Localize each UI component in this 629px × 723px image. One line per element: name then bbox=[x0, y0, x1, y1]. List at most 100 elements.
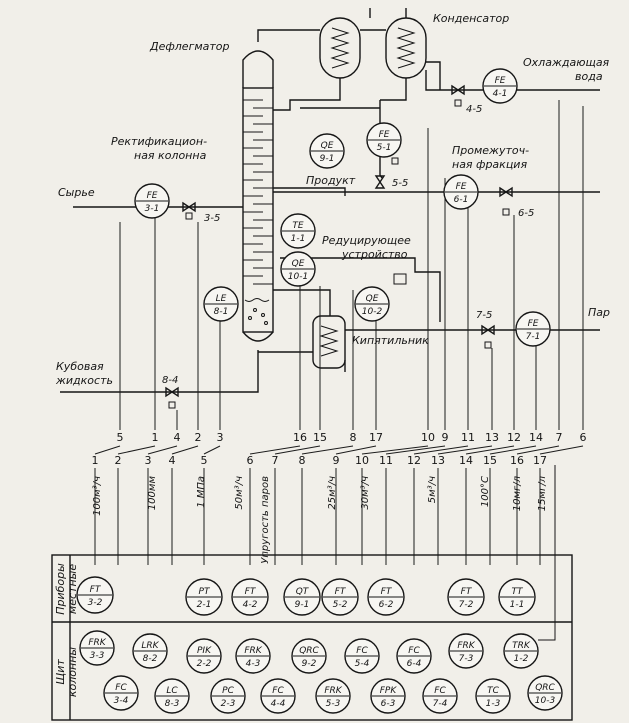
instrument-code: FE bbox=[147, 191, 158, 201]
panel-label-2: колонны bbox=[66, 647, 79, 698]
instrument-code: FT bbox=[461, 587, 473, 597]
bottoms-label-2: жидкость bbox=[55, 374, 113, 387]
instrument-code: LC bbox=[166, 686, 178, 696]
instrument-code: FC bbox=[272, 686, 284, 696]
scheme-instrument-bubble: FE 7-1 bbox=[515, 311, 551, 347]
instrument-number: 3-3 bbox=[90, 651, 105, 661]
line-number: 3 bbox=[145, 454, 152, 467]
instrument-code: PT bbox=[199, 587, 211, 597]
line-number: 16 bbox=[510, 454, 524, 467]
instrument-number: 8-1 bbox=[214, 307, 229, 317]
line-value: 50м³/ч bbox=[234, 476, 245, 510]
valve-tag: 3-5 bbox=[204, 213, 220, 224]
line-value: 1 МПа bbox=[196, 476, 207, 508]
instrument-number: 2-2 bbox=[197, 659, 212, 669]
instrument-code: LE bbox=[216, 294, 227, 304]
panel-instrument-bubble: FC 6-4 bbox=[396, 638, 432, 674]
line-value: 5м³/ч bbox=[427, 476, 438, 503]
instrument-code: FPK bbox=[380, 686, 398, 696]
instrument-code: FE bbox=[528, 319, 539, 329]
product-label: Продукт bbox=[306, 174, 356, 187]
instrument-code: QE bbox=[366, 294, 379, 304]
line-number: 14 bbox=[459, 454, 473, 467]
instrument-code: FT bbox=[90, 585, 102, 595]
intermediate-fraction-label-2: ная фракция bbox=[452, 158, 527, 171]
line-value: Упругость паров bbox=[260, 476, 271, 564]
instrument-code: FC bbox=[408, 646, 420, 656]
instrument-code: QE bbox=[292, 259, 305, 269]
valve-4-5 bbox=[451, 84, 465, 107]
intermediate-fraction-label-1: Промежуточ- bbox=[452, 144, 529, 157]
instrument-number: 6-4 bbox=[407, 659, 422, 669]
rectification-column bbox=[242, 50, 274, 342]
column-label-1: Ректификацион- bbox=[111, 135, 207, 148]
instrument-code: QRC bbox=[299, 646, 319, 656]
instrument-code: LRK bbox=[141, 641, 159, 651]
panel-instrument-bubble: FRK 3-3 bbox=[79, 630, 115, 666]
instrument-number: 6-2 bbox=[379, 600, 394, 610]
instrument-number: 4-1 bbox=[493, 89, 508, 99]
reboiler-label: Кипятильник bbox=[352, 334, 429, 347]
instrument-code: FE bbox=[495, 76, 506, 86]
local-instrument-bubble: TT1-1 bbox=[498, 578, 536, 616]
instrument-number: 6-3 bbox=[381, 699, 396, 709]
line-value: 100мм bbox=[147, 476, 158, 511]
panel-instrument-bubble: FPK 6-3 bbox=[370, 678, 406, 714]
line-number: 5 bbox=[201, 454, 208, 467]
instrument-number: 3-1 bbox=[145, 204, 160, 214]
reducer-label-1: Редуцирующее bbox=[322, 234, 411, 247]
line-number: 12 bbox=[507, 431, 521, 444]
instrument-number: 5-3 bbox=[326, 699, 341, 709]
scheme-instrument-bubble: QE9-1 bbox=[309, 133, 345, 169]
local-instrument-bubble: FT4-2 bbox=[231, 578, 269, 616]
instrument-code: TE bbox=[292, 221, 303, 231]
line-number: 1 bbox=[92, 454, 99, 467]
line-number: 8 bbox=[350, 431, 357, 444]
steam-label: Пар bbox=[588, 306, 610, 319]
line-number: 7 bbox=[556, 431, 563, 444]
line-value: 15мг/л bbox=[537, 475, 548, 511]
local-instrument-bubble: FT6-2 bbox=[367, 578, 405, 616]
instrument-number: 7-4 bbox=[433, 699, 448, 709]
instrument-number: 9-1 bbox=[295, 600, 310, 610]
instrument-number: 5-2 bbox=[333, 600, 348, 610]
instrument-code: FE bbox=[379, 130, 390, 140]
valve-tag: 5-5 bbox=[392, 178, 408, 189]
scheme-instrument-bubble: LE 8-1 bbox=[203, 286, 239, 322]
feed-label: Сырье bbox=[58, 186, 95, 199]
instrument-code: FRK bbox=[88, 638, 106, 648]
scheme-instruments: FE3-1QE9-1TE1-1QE10-1LE8-1FE5-1QE10-2FE6… bbox=[134, 68, 551, 347]
scheme-instrument-bubble: FE 4-1 bbox=[482, 68, 518, 104]
dephlegmator bbox=[319, 17, 361, 79]
instrument-number: 3-4 bbox=[114, 696, 129, 706]
line-number: 2 bbox=[115, 454, 122, 467]
instrument-number: 2-1 bbox=[197, 600, 212, 610]
instrument-code: QT bbox=[296, 587, 310, 597]
instrument-number: 4-4 bbox=[271, 699, 286, 709]
line-number: 15 bbox=[483, 454, 497, 467]
instrument-code: FRK bbox=[244, 646, 262, 656]
line-number: 4 bbox=[174, 431, 181, 444]
panel-instrument-bubble: FC 4-4 bbox=[260, 678, 296, 714]
instrument-code: QE bbox=[321, 141, 334, 151]
instrument-number: 7-1 bbox=[526, 332, 541, 342]
instrument-number: 7-3 bbox=[459, 654, 474, 664]
instrument-code: FT bbox=[335, 587, 347, 597]
instrument-number: 4-2 bbox=[243, 600, 258, 610]
panel-label-1: Щит bbox=[54, 659, 67, 685]
line-number: 13 bbox=[485, 431, 499, 444]
instrument-number: 7-2 bbox=[459, 600, 474, 610]
instrument-number: 10-1 bbox=[288, 272, 308, 282]
instrument-code: QRC bbox=[535, 683, 555, 693]
line-number: 12 bbox=[407, 454, 421, 467]
instrument-number: 1-3 bbox=[486, 699, 501, 709]
local-instrument-bubble: PT 2-1 bbox=[185, 578, 223, 616]
instrument-code: TC bbox=[487, 686, 499, 696]
valve-tag: 4-5 bbox=[466, 104, 482, 115]
line-number: 10 bbox=[355, 454, 369, 467]
